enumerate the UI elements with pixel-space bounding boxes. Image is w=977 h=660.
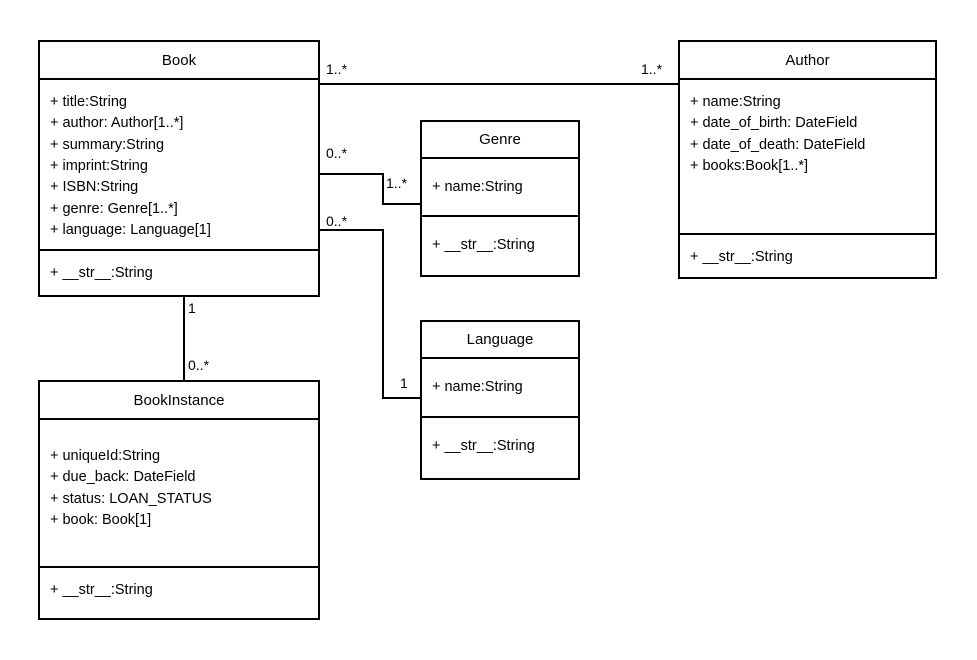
multiplicity-book-author-source: 1..*: [326, 61, 348, 77]
class-operations-language: + __str__:String: [422, 416, 578, 478]
attribute-row: + name:String: [432, 179, 523, 195]
edge-book-genre-segment-1: [320, 173, 384, 175]
attribute-row: + genre: Genre[1..*]: [50, 200, 178, 217]
multiplicity-book-author-target: 1..*: [641, 61, 663, 77]
attribute-row: + date_of_birth: DateField: [690, 115, 858, 132]
attribute-row: + language: Language[1]: [50, 221, 211, 238]
multiplicity-book-bookinstance-target: 0..*: [188, 357, 210, 373]
attribute-row: + title:String: [50, 94, 127, 110]
operation-row: + __str__:String: [50, 582, 153, 598]
class-name-bookinstance: BookInstance: [40, 382, 318, 420]
class-name-author: Author: [680, 42, 935, 80]
edge-book-author-horizontal: [320, 83, 678, 85]
multiplicity-book-genre-target: 1..*: [386, 175, 408, 191]
uml-class-language[interactable]: Language + name:String + __str__:String: [420, 320, 580, 480]
edge-book-language-segment-2: [382, 229, 384, 399]
operation-row: + __str__:String: [690, 249, 793, 265]
attribute-row: + due_back: DateField: [50, 469, 196, 486]
class-attributes-author: + name:String + date_of_birth: DateField…: [680, 80, 935, 233]
attribute-row: + books:Book[1..*]: [690, 157, 809, 174]
edge-book-language-segment-1: [320, 229, 384, 231]
class-attributes-book: + title:String + author: Author[1..*] + …: [40, 80, 318, 249]
class-attributes-language: + name:String: [422, 359, 578, 416]
attribute-row: + name:String: [690, 94, 781, 110]
class-name-book: Book: [40, 42, 318, 80]
attribute-row: + author: Author[1..*]: [50, 115, 184, 132]
class-attributes-bookinstance: + uniqueId:String + due_back: DateField …: [40, 420, 318, 566]
edge-book-bookinstance-vertical: [183, 297, 185, 382]
multiplicity-book-bookinstance-source: 1: [188, 300, 196, 316]
attribute-row: + status: LOAN_STATUS: [50, 490, 212, 507]
attribute-row: + uniqueId:String: [50, 448, 161, 464]
operation-row: + __str__:String: [432, 438, 535, 454]
uml-class-genre[interactable]: Genre + name:String + __str__:String: [420, 120, 580, 277]
class-operations-book: + __str__:String: [40, 249, 318, 295]
class-operations-genre: + __str__:String: [422, 215, 578, 275]
edge-book-genre-segment-3: [382, 203, 422, 205]
edge-book-genre-segment-2: [382, 173, 384, 205]
class-name-language: Language: [422, 322, 578, 359]
multiplicity-book-language-target: 1: [400, 375, 408, 391]
attribute-row: + book: Book[1]: [50, 511, 152, 528]
operation-row: + __str__:String: [50, 265, 153, 281]
uml-class-book[interactable]: Book + title:String + author: Author[1..…: [38, 40, 320, 297]
attribute-row: + summary:String: [50, 136, 165, 153]
attribute-row: + ISBN:String: [50, 179, 139, 196]
attribute-row: + name:String: [432, 379, 523, 395]
uml-class-bookinstance[interactable]: BookInstance + uniqueId:String + due_bac…: [38, 380, 320, 620]
class-operations-author: + __str__:String: [680, 233, 935, 277]
attribute-row: + date_of_death: DateField: [690, 136, 866, 153]
class-operations-bookinstance: + __str__:String: [40, 566, 318, 618]
operation-row: + __str__:String: [432, 237, 535, 253]
edge-book-language-segment-3: [382, 397, 422, 399]
multiplicity-book-language-source: 0..*: [326, 213, 348, 229]
class-name-genre: Genre: [422, 122, 578, 159]
attribute-row: + imprint:String: [50, 157, 148, 174]
multiplicity-book-genre-source: 0..*: [326, 145, 348, 161]
class-attributes-genre: + name:String: [422, 159, 578, 215]
uml-class-author[interactable]: Author + name:String + date_of_birth: Da…: [678, 40, 937, 279]
